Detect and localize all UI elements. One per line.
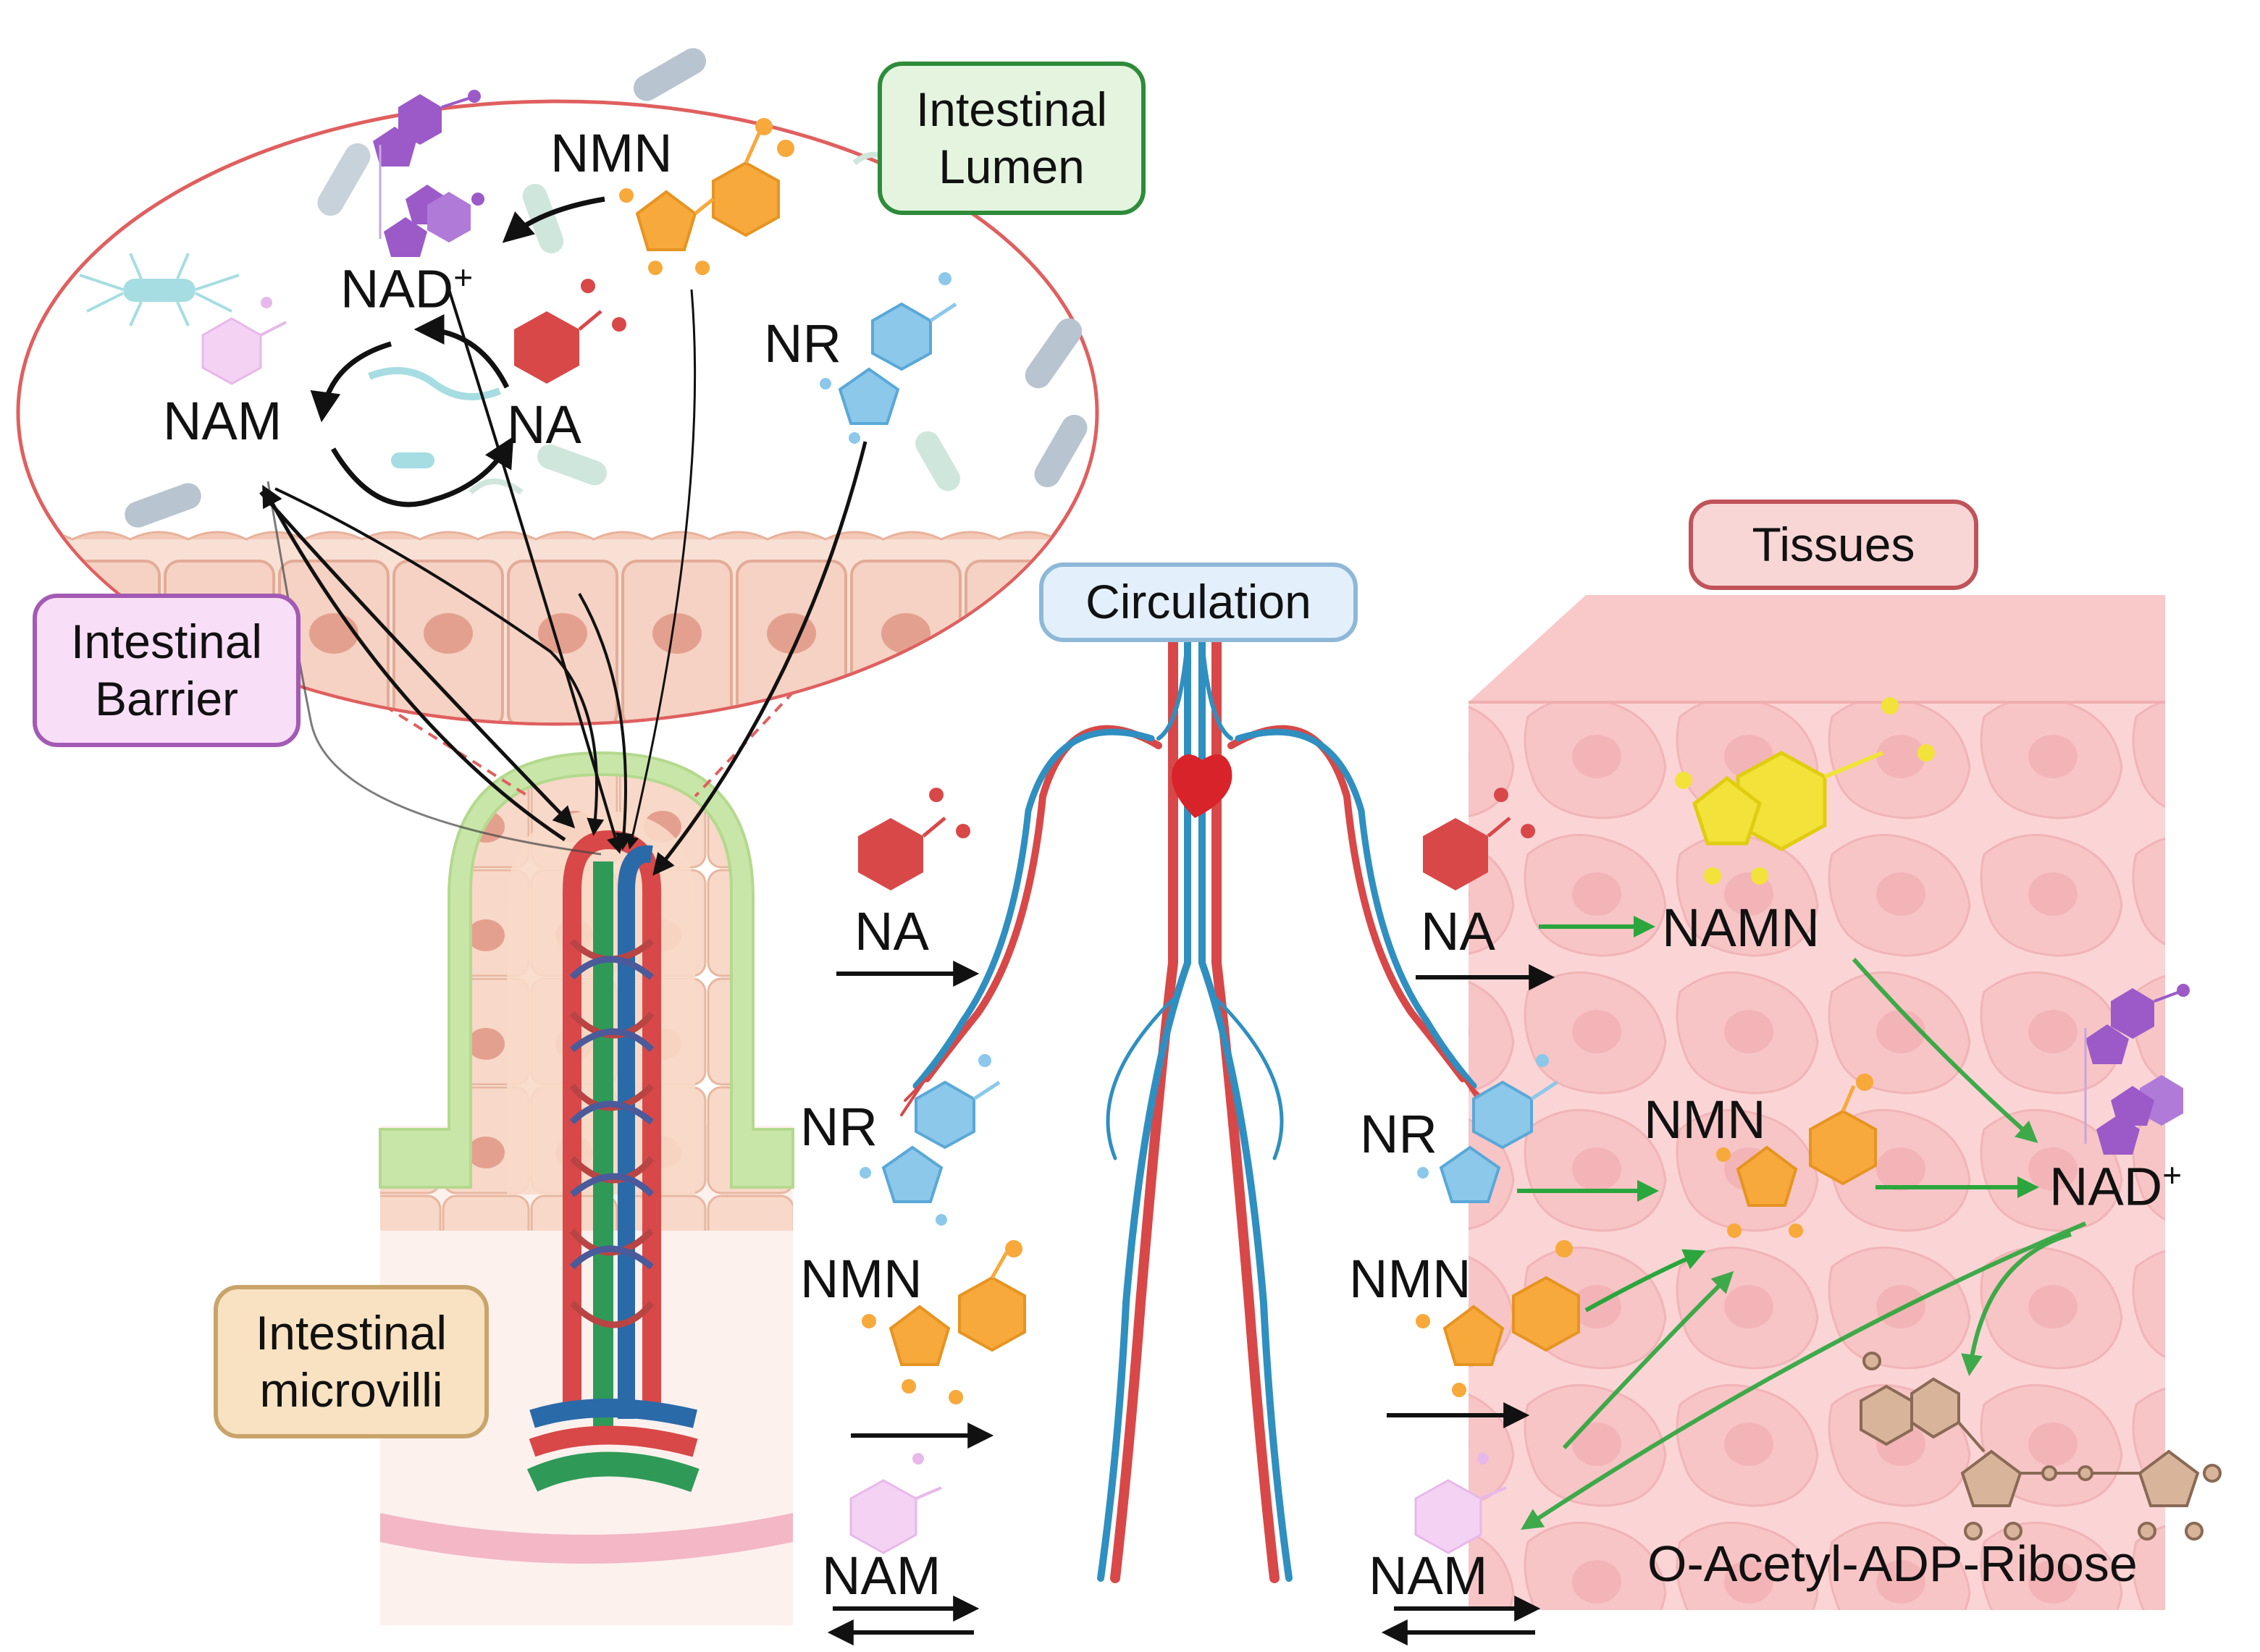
absorption-arrows bbox=[259, 289, 868, 876]
pathway-nmn-label: NMN bbox=[1644, 1090, 1766, 1150]
tissues-box-label: Tissues bbox=[1752, 517, 1915, 571]
barrier-box-line-1: Intestinal bbox=[70, 614, 263, 668]
lumen-nam-label: NAM bbox=[163, 391, 282, 451]
pathway-namn-label: NAMN bbox=[1662, 898, 1820, 958]
circ-na-molecule-icon bbox=[858, 788, 970, 890]
bacteria bbox=[79, 48, 1088, 528]
nam-molecule-icon bbox=[201, 297, 287, 385]
barrier-box-line-2: Barrier bbox=[94, 672, 239, 725]
circ-nmn-label: NMN bbox=[800, 1249, 923, 1309]
tissue-pathway-arrows bbox=[1517, 916, 2087, 1530]
tissue-nad-molecule-icon bbox=[2084, 984, 2190, 1155]
pathway-nmn-molecule-icon bbox=[1716, 1074, 1877, 1238]
circulation-box-label: Circulation bbox=[1085, 575, 1311, 629]
pathway-product-label: O-Acetyl-ADP-Ribose bbox=[1647, 1535, 2138, 1592]
nad-molecule-icon bbox=[373, 90, 484, 257]
tissue-nr-label: NR bbox=[1360, 1104, 1437, 1164]
lumen-box-line-1: Intestinal bbox=[915, 82, 1108, 136]
tissue-nam-label: NAM bbox=[1369, 1546, 1488, 1606]
nmn-molecule-icon bbox=[619, 118, 794, 275]
lumen-nad-label: NAD+ bbox=[340, 261, 473, 316]
circ-nam-molecule-icon bbox=[849, 1453, 942, 1554]
pathway-nad-label: NAD+ bbox=[2049, 1158, 2182, 1214]
nr-molecule-icon bbox=[820, 272, 957, 444]
circ-nr-label: NR bbox=[800, 1097, 878, 1157]
tissue-nmn-label: NMN bbox=[1349, 1249, 1471, 1309]
lumen-cycle-arrows bbox=[310, 196, 605, 507]
circ-na-label: NA bbox=[854, 901, 929, 961]
circulatory-system bbox=[900, 632, 1490, 1583]
adp-ribose-molecule-icon bbox=[1860, 1352, 2222, 1541]
tissue-na-molecule-icon bbox=[1423, 788, 1535, 890]
circ-nmn-molecule-icon bbox=[862, 1240, 1026, 1404]
lumen-box-line-2: Lumen bbox=[938, 140, 1085, 193]
circulation-box: Circulation bbox=[1039, 562, 1358, 642]
intestinal-villus bbox=[379, 751, 794, 1625]
lumen-na-label: NA bbox=[507, 395, 581, 455]
lumen-nad-text: NAD bbox=[340, 258, 454, 319]
microvilli-box-line-2: microvilli bbox=[259, 1363, 443, 1417]
tissue-input-arrows bbox=[1381, 964, 1555, 1645]
lumen-nmn-label: NMN bbox=[550, 123, 673, 183]
tissue-nr-molecule-icon bbox=[1417, 1054, 1558, 1203]
circulation-input-arrows bbox=[827, 961, 994, 1645]
microvilli-box-line-1: Intestinal bbox=[255, 1305, 448, 1360]
tissue-block bbox=[1469, 595, 2165, 1610]
pathway-nad-sup: + bbox=[2162, 1156, 2183, 1194]
heart-icon bbox=[1172, 754, 1232, 818]
lumen-nr-label: NR bbox=[764, 313, 841, 374]
circ-nr-molecule-icon bbox=[860, 1054, 1001, 1226]
lumen-nad-sup: + bbox=[453, 258, 474, 296]
na-molecule-icon bbox=[514, 279, 626, 384]
tissue-nam-molecule-icon bbox=[1414, 1453, 1507, 1554]
tissues-box: Tissues bbox=[1689, 500, 1978, 590]
namn-molecule-icon bbox=[1675, 697, 1935, 885]
pathway-nad-text: NAD bbox=[2049, 1156, 2163, 1217]
tissue-nmn-molecule-icon bbox=[1416, 1240, 1580, 1397]
circ-nam-label: NAM bbox=[822, 1546, 941, 1606]
tissue-na-label: NA bbox=[1421, 901, 1495, 961]
